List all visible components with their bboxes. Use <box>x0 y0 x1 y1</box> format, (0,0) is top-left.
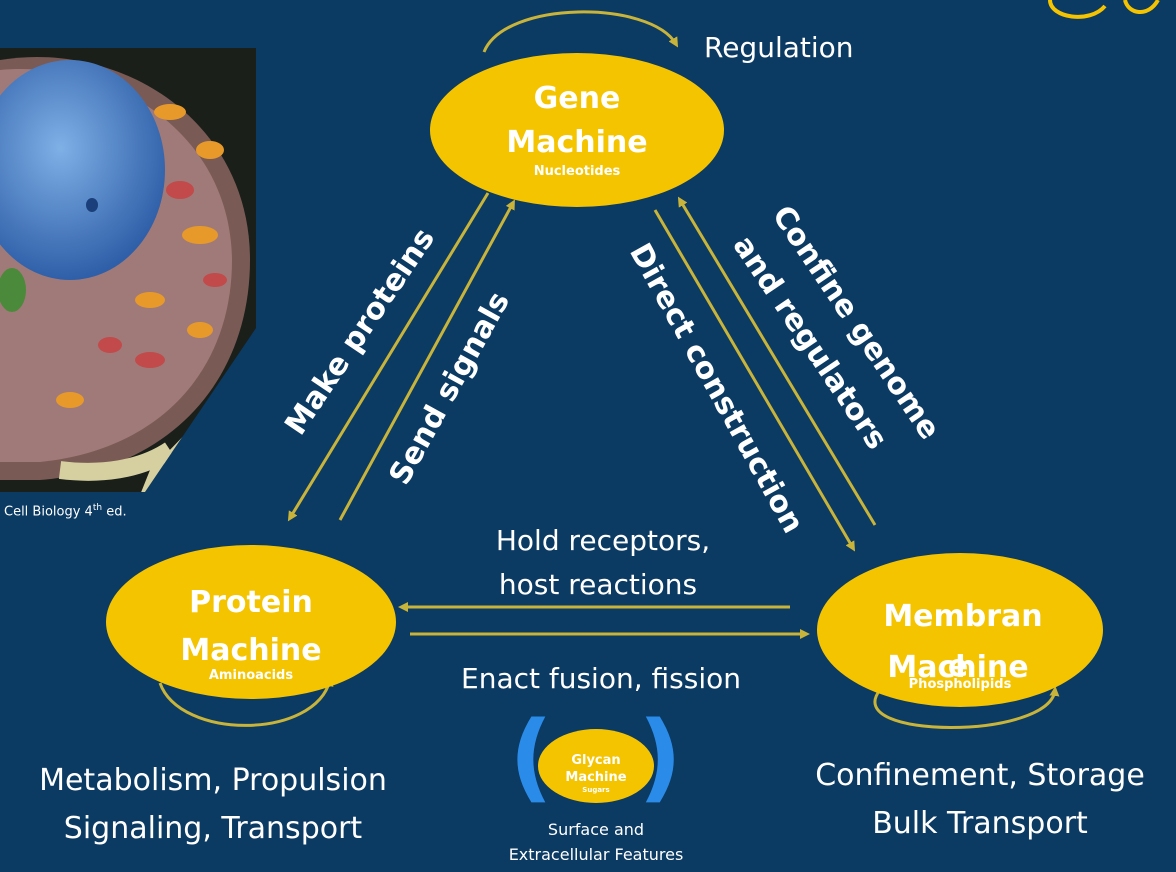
protein-loop-arrow <box>158 676 334 727</box>
protein-machine-title: Protein <box>189 585 313 620</box>
membrane-machine-title-wrap: e <box>948 649 968 684</box>
image-credit-caption: Cell Biology 4th ed. <box>4 503 127 520</box>
cell-image-content <box>0 48 256 492</box>
glycan-machine-title: Glycan <box>571 753 620 768</box>
host-reactions-label: host reactions <box>499 568 697 601</box>
membrane-functions-line2: Bulk Transport <box>872 806 1088 841</box>
glycan-machine-material: Sugars <box>582 786 609 794</box>
confine-genome-arrow <box>677 196 877 526</box>
membrane-machine-subtitle: Machine <box>887 650 1028 685</box>
membrane-functions-line1: Confinement, Storage <box>815 758 1145 793</box>
glycan-machine-subtitle: Machine <box>565 770 626 785</box>
enact-fusion-label: Enact fusion, fission <box>461 662 741 695</box>
direct-construction-arrow <box>653 209 856 552</box>
cell-illustration <box>0 48 256 492</box>
protein-functions-line2: Signaling, Transport <box>64 811 363 846</box>
glycan-machine-node: ( ) Glycan Machine Sugars <box>509 701 682 813</box>
membrane-loop-arrow <box>873 686 1060 729</box>
membrane-machine-node: Membran Machine e Phospholipids <box>817 553 1103 707</box>
make-proteins-arrow <box>287 192 490 522</box>
membrane-machine-material: Phospholipids <box>909 677 1012 692</box>
protein-machine-node: Protein Machine Aminoacids <box>106 545 396 699</box>
glycan-functions-line1: Surface and <box>548 820 644 839</box>
hold-receptors-label: Hold receptors, <box>496 524 710 557</box>
protein-functions-line1: Metabolism, Propulsion <box>39 763 387 798</box>
protein-machine-subtitle: Machine <box>180 633 321 668</box>
gene-machine-node: Gene Machine Nucleotides <box>430 53 724 207</box>
gene-machine-subtitle: Machine <box>506 125 647 160</box>
membrane-machine-title: Membran <box>883 599 1042 634</box>
gene-machine-material: Nucleotides <box>534 164 621 179</box>
regulation-loop-arrow <box>482 10 679 53</box>
glycan-functions-line2: Extracellular Features <box>509 845 684 864</box>
protein-machine-material: Aminoacids <box>209 668 293 683</box>
title-fragment <box>1048 0 1160 19</box>
gene-machine-title: Gene <box>534 81 621 116</box>
send-signals-arrow <box>338 199 515 521</box>
regulation-label: Regulation <box>704 31 854 64</box>
